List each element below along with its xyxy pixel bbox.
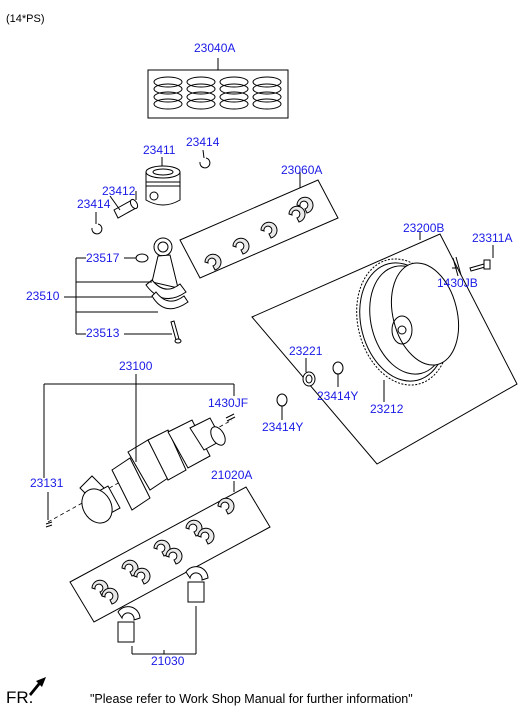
- part-number-23513[interactable]: 23513: [86, 326, 120, 340]
- part-number-23517[interactable]: 23517: [86, 251, 120, 265]
- front-arrow-icon: [29, 677, 46, 696]
- part-number-23411[interactable]: 23411: [143, 143, 176, 157]
- part-number-23100[interactable]: 23100: [119, 359, 153, 373]
- part-number-23200B[interactable]: 23200B: [403, 221, 445, 235]
- piston-ring-set-illustration: [147, 58, 289, 119]
- part-number-23131[interactable]: 23131: [30, 476, 64, 490]
- part-number-23311A[interactable]: 23311A: [472, 231, 513, 245]
- crankshaft-illustration: [45, 413, 236, 528]
- part-number-1430JB[interactable]: 1430JB: [437, 276, 478, 290]
- part-number-23414-left[interactable]: 23414: [77, 197, 111, 211]
- rod-bearing-set-illustration: [179, 172, 339, 279]
- part-number-23040A[interactable]: 23040A: [194, 41, 236, 55]
- model-code-label: (14*PS): [6, 13, 45, 25]
- leader-lines: [43, 191, 494, 655]
- part-number-23060A[interactable]: 23060A: [281, 163, 323, 177]
- workshop-manual-note: "Please refer to Work Shop Manual for fu…: [90, 692, 413, 706]
- front-marker-label: FR.: [6, 688, 34, 707]
- part-number-21030[interactable]: 21030: [151, 654, 185, 668]
- part-number-23414Y-right[interactable]: 23414Y: [317, 389, 359, 403]
- part-number-23414-top[interactable]: 23414: [186, 135, 220, 149]
- main-bearing-set-illustration: [69, 481, 271, 643]
- part-number-23221[interactable]: 23221: [289, 344, 323, 358]
- part-number-23510[interactable]: 23510: [26, 289, 60, 303]
- part-number-1430JF[interactable]: 1430JF: [208, 396, 249, 410]
- part-number-23212[interactable]: 23212: [370, 402, 404, 416]
- part-number-23412[interactable]: 23412: [102, 184, 136, 198]
- part-number-21020A[interactable]: 21020A: [211, 468, 253, 482]
- connecting-rod-illustration: [135, 237, 189, 344]
- part-number-23414Y-left[interactable]: 23414Y: [262, 420, 304, 434]
- flywheel-illustration: [251, 232, 518, 465]
